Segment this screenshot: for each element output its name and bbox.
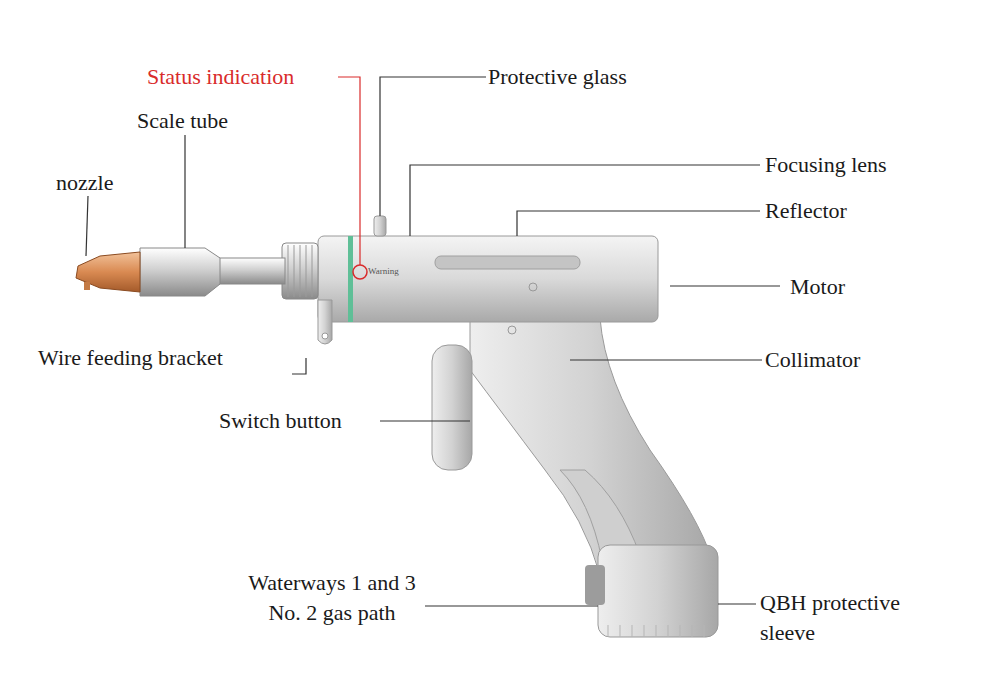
- part-label: QBH protective sleeve: [760, 588, 940, 648]
- knurl: [288, 245, 312, 297]
- qbh-sleeve: [598, 545, 718, 637]
- green-ring: [348, 236, 353, 322]
- nozzle-tip: [84, 282, 90, 290]
- bracket-hole: [322, 333, 328, 339]
- nozzle: [76, 252, 140, 292]
- status-light: [353, 265, 367, 279]
- body-slot: [435, 256, 580, 269]
- part-label: Protective glass: [488, 62, 708, 92]
- screw: [529, 283, 537, 291]
- part-label: Status indication: [147, 62, 347, 92]
- part-label: Wire feeding bracket: [38, 343, 308, 373]
- switch-button: [432, 345, 472, 470]
- scale-tube: [140, 248, 220, 296]
- water-fitting: [585, 565, 605, 605]
- knurl: [608, 625, 704, 637]
- screw: [508, 326, 516, 334]
- part-label: Motor: [790, 272, 910, 302]
- part-label: nozzle: [56, 168, 156, 198]
- part-label: Collimator: [765, 345, 935, 375]
- warning-text: Warning: [368, 264, 428, 278]
- protective-glass-knob: [374, 216, 386, 236]
- part-label: Scale tube: [137, 106, 297, 136]
- status-leader: [338, 77, 360, 265]
- part-label: Switch button: [219, 406, 389, 436]
- gun-body: [318, 236, 658, 322]
- handle: [470, 318, 712, 575]
- knurled-nut: [282, 243, 318, 299]
- wire-feeding-bracket: [318, 300, 332, 344]
- part-label: Waterways 1 and 3 No. 2 gas path: [232, 568, 432, 628]
- part-label: Reflector: [765, 196, 925, 226]
- leader-lines: [86, 77, 780, 606]
- scale-rod: [215, 258, 285, 284]
- part-label: Focusing lens: [765, 150, 965, 180]
